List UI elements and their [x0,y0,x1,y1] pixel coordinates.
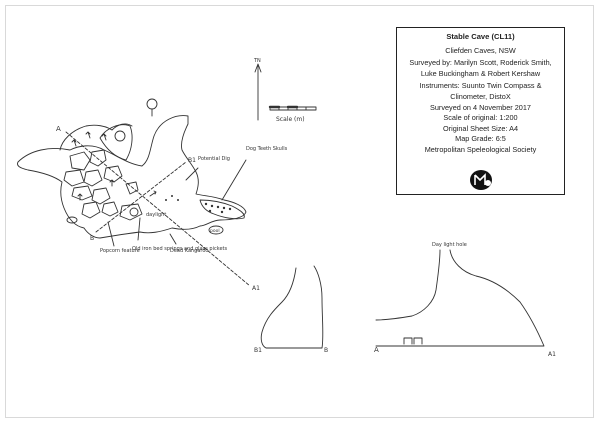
scale-bar-label: Scale (m) [276,116,305,123]
tree-symbol [146,98,158,117]
original-sheet-size: Original Sheet Size: A4 [442,123,519,133]
plan-label-popcorn: Popcorn feature [100,248,140,254]
long-section-a-a1 [375,249,545,347]
society-name: Metropolitan Speleological Society [424,144,537,154]
plan-label-potential-dig: Potential Dig [198,156,230,162]
leader-potential-dig [185,167,199,181]
plan-label-daylight: daylight [146,212,166,218]
plan-label-b1: B1 [188,157,196,164]
boulder-symbols [63,130,143,224]
cave-upper-passage [59,123,133,151]
section-label-a: A [374,346,379,354]
section-label-b1: B1 [254,347,262,354]
map-title: Stable Cave (CL11) [446,32,515,41]
cave-right-extension [199,199,245,220]
leader-old-iron [137,217,141,241]
title-block: Stable Cave (CL11) Cliefden Caves, NSW S… [396,27,565,195]
pool-symbol [208,225,224,235]
map-sheet-border [5,5,594,418]
cross-section-b1-b [260,265,324,349]
cave-chamber-outline-upper [99,124,133,161]
instruments-line-2: Clinometer, DistoX [450,91,511,101]
cave-plan-outline [17,115,247,239]
instruments-line-1: Instruments: Suunto Twin Compass & [419,81,542,91]
leader-dog-teeth [221,159,247,201]
section-label-b: B [324,347,328,354]
plan-label-b: B [90,235,94,242]
scale-bar-icon [268,105,317,111]
formation-dots [165,195,232,214]
slope-arrows [71,131,157,201]
map-grade: Map Grade: 6:5 [455,134,506,144]
section-line-a-a1 [65,131,251,287]
plan-label-a1: A1 [252,285,260,292]
section-label-a1: A1 [548,351,556,358]
section-label-daylight-hole: Day light hole [432,242,467,248]
north-arrow-label: TN [253,58,261,64]
plan-label-old-iron: Old iron bed springs and glass pickets [132,246,228,252]
plan-label-dead-kangaroo: Dead Kangaroo [170,248,208,254]
long-section-boulders [403,337,423,345]
plan-label-dog-teeth: Dog Teeth Skulls [246,146,288,152]
plan-label-a: A [56,125,61,133]
leader-popcorn [107,221,115,247]
section-line-b-b1 [95,161,187,233]
surveyors-line-2: Luke Buckingham & Robert Kershaw [420,68,541,78]
society-logo-icon [470,170,492,190]
north-arrow-icon [254,63,262,121]
map-location: Cliefden Caves, NSW [445,45,516,55]
leader-dead-kangaroo [169,233,177,245]
surveyors-line-1: Surveyed by: Marilyn Scott, Roderick Smi… [409,58,552,68]
scale-of-original: Scale of original: 1:200 [443,113,518,123]
survey-date: Surveyed on 4 November 2017 [429,102,531,112]
plan-label-pool: pool [210,228,220,234]
